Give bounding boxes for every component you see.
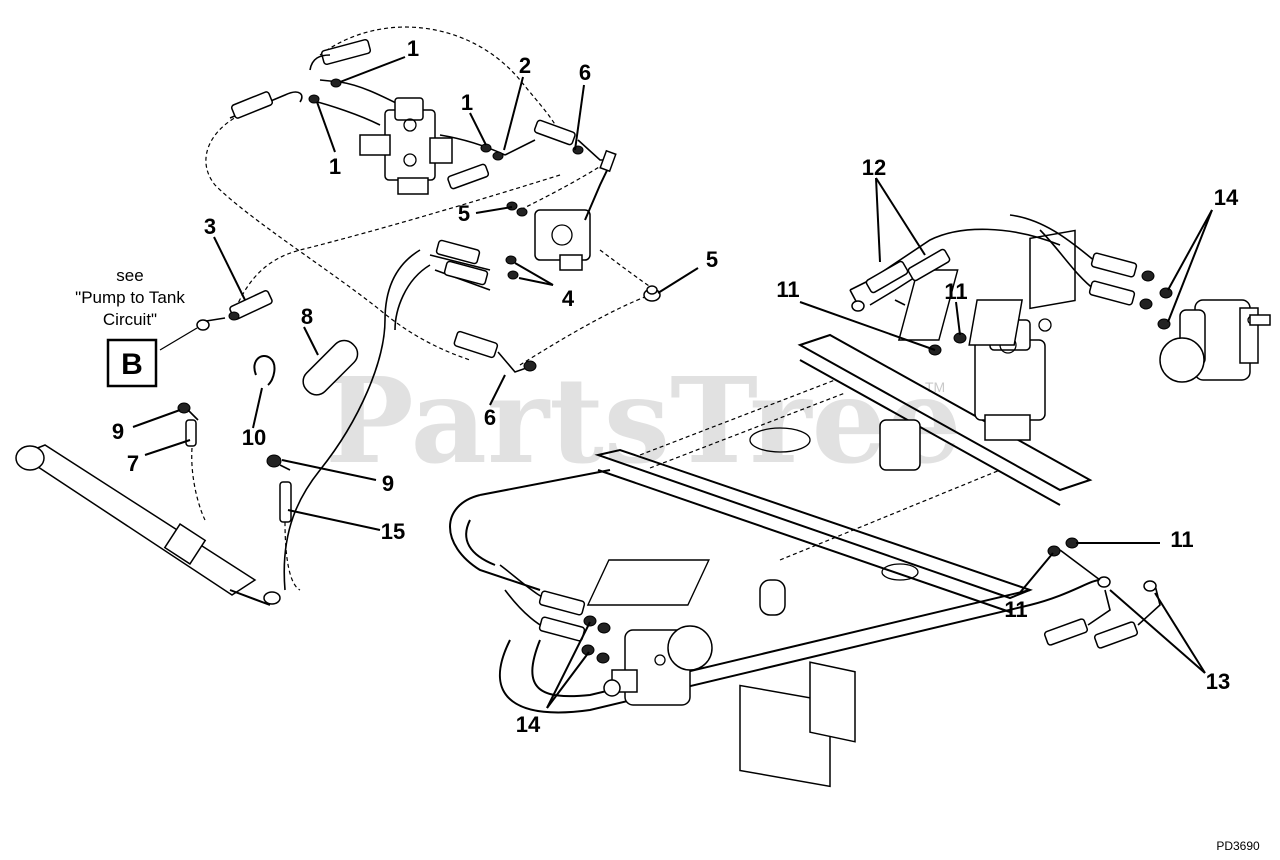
watermark: PartsTree [325,351,962,490]
left-hydraulic-assembly [15,26,661,606]
traction-valve [897,229,1076,441]
right-frame-assembly [449,214,1271,788]
callout-13: 13 [1206,669,1230,694]
callout-9-right: 9 [382,471,394,496]
drawing-id: PD3690 [1216,839,1260,853]
reference-box [106,338,158,388]
callout-14-lower: 14 [516,712,541,737]
callout-10: 10 [242,425,266,450]
note-line-3: Circuit" [103,310,157,329]
callout-11-top: 11 [944,279,967,304]
callout-3: 3 [204,214,216,239]
callout-2: 2 [519,53,531,78]
hydraulic-cylinder [15,444,281,606]
callout-6-top: 6 [579,60,591,85]
reference-box-letter: B [121,348,143,381]
callout-1-mid: 1 [461,90,473,115]
note-line-1: see [116,266,143,285]
right-wheel-motor [1159,299,1271,383]
callout-12: 12 [862,155,886,180]
callout-11-left: 11 [776,277,799,302]
callout-11-bottom: 11 [1004,597,1027,622]
leader-lines [132,56,1213,709]
hose-clamp [253,355,276,386]
callout-1-top: 1 [407,36,419,61]
cross-reference-note: see "Pump to Tank Circuit" B [75,266,198,388]
callout-labels: 1 1 1 2 6 3 5 5 4 8 6 9 7 10 9 15 12 14 … [112,36,1239,737]
callout-5-right: 5 [706,247,718,272]
callout-15: 15 [381,519,405,544]
callout-8: 8 [301,304,313,329]
callout-14-upper: 14 [1214,185,1239,210]
callout-4: 4 [562,286,575,311]
callout-1-left: 1 [329,154,341,179]
callout-9-left: 9 [112,419,124,444]
note-line-2: "Pump to Tank [75,288,185,307]
callout-5-left: 5 [458,201,470,226]
callout-11-right: 11 [1170,527,1193,552]
lift-valve [534,149,617,271]
callout-7: 7 [127,451,139,476]
left-wheel-motor [603,625,713,706]
hose-sleeve [302,339,359,396]
callout-6-bottom: 6 [484,405,496,430]
control-valve [359,97,453,195]
